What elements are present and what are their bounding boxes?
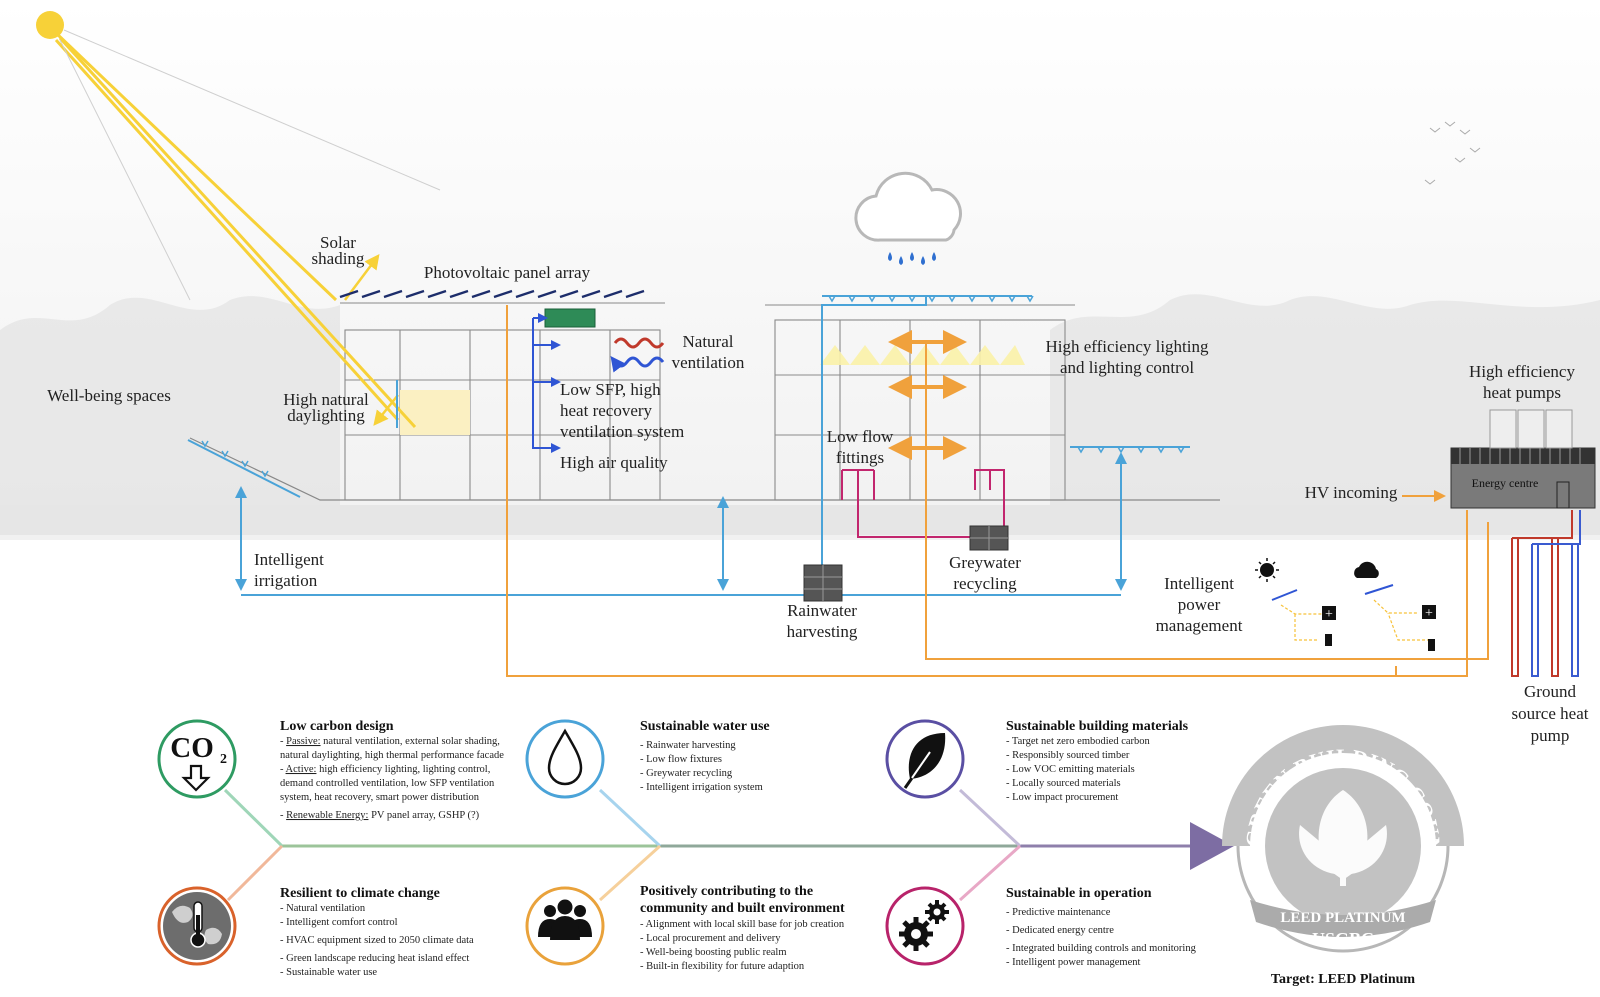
svg-text:- Local procurement and delive: - Local procurement and delivery (640, 933, 781, 944)
svg-text:- Low flow fixtures: - Low flow fixtures (640, 754, 722, 765)
svg-text:- Locally sourced materials: - Locally sourced materials (1006, 778, 1121, 789)
svg-text:- Dedicated energy centre: - Dedicated energy centre (1006, 925, 1114, 936)
svg-text:- Active: high efficiency ligh: - Active: high efficiency lighting, ligh… (280, 764, 490, 775)
theme-low-carbon: CO 2 Low carbon design - Passive: natura… (157, 719, 504, 821)
leed-target-label: Target: LEED Platinum (1271, 972, 1415, 987)
svg-text:- Intelligent irrigation syste: - Intelligent irrigation system (640, 782, 763, 793)
rainwater-tank-icon (803, 564, 843, 602)
label-wellbeing: Well-being spaces (47, 386, 171, 405)
energy-system (506, 305, 1489, 677)
svg-text:system, heat recovery, smart p: system, heat recovery, smart power distr… (280, 792, 480, 803)
greywater-system (841, 469, 1005, 538)
daylight-arrow (373, 394, 399, 426)
svg-text:- Sustainable water use: - Sustainable water use (280, 967, 377, 978)
svg-text:+: + (1325, 607, 1333, 622)
materials-title: Sustainable building materials (1006, 719, 1189, 734)
spine-arrowhead (1190, 822, 1234, 870)
svg-text:natural daylighting, high ther: natural daylighting, high thermal perfor… (280, 750, 504, 761)
svg-text:- Passive: natural ventilation: - Passive: natural ventilation, external… (280, 736, 500, 747)
svg-text:- Well-being boosting public r: - Well-being boosting public realm (640, 947, 787, 958)
svg-text:- Greywater recycling: - Greywater recycling (640, 768, 733, 779)
svg-text:- Built-in flexibility for fut: - Built-in flexibility for future adapti… (640, 961, 805, 972)
sun-icon (36, 11, 441, 429)
water-system (187, 295, 1190, 596)
svg-text:- HVAC equipment sized to 2050: - HVAC equipment sized to 2050 climate d… (280, 935, 474, 946)
svg-text:- Responsibly sourced timber: - Responsibly sourced timber (1006, 750, 1130, 761)
cool-air-icon (610, 356, 665, 373)
svg-text:demand controlled ventilation,: demand controlled ventilation, low SFP v… (280, 778, 495, 789)
label-pv-array: Photovoltaic panel array (424, 263, 591, 282)
fishbone-spine (223, 788, 1234, 902)
people-group-icon (538, 899, 592, 940)
low-carbon-title: Low carbon design (280, 719, 394, 734)
svg-text:- Target net zero embodied car: - Target net zero embodied carbon (1006, 736, 1151, 747)
svg-text:- Intelligent power management: - Intelligent power management (1006, 957, 1140, 968)
cloud-icon (854, 171, 962, 265)
power-management-icons: + + (1255, 558, 1436, 651)
ventilation-ducts (532, 313, 561, 453)
theme-operation: Sustainable in operation - Predictive ma… (885, 886, 1197, 968)
ventilation-unit (544, 308, 596, 328)
greywater-tank-icon (969, 525, 1009, 551)
gshp-loops (1511, 510, 1581, 677)
leed-org-text: USGBC (1312, 929, 1374, 949)
operation-title: Sustainable in operation (1006, 886, 1152, 901)
water-drop-icon (547, 728, 583, 786)
svg-text:- Alignment with local skill b: - Alignment with local skill base for jo… (640, 919, 845, 930)
theme-resilient: Resilient to climate change - Natural ve… (157, 886, 474, 978)
water-title: Sustainable water use (640, 719, 770, 734)
heat-pump-units-icon (1489, 409, 1573, 449)
leed-leaf-icon (1299, 790, 1387, 886)
leaf-icon (903, 733, 946, 789)
svg-text:- Renewable Energy: PV panel a: - Renewable Energy: PV panel array, GSHP… (280, 810, 480, 821)
svg-text:- Predictive maintenance: - Predictive maintenance (1006, 907, 1111, 918)
label-hv-incoming: HV incoming (1305, 483, 1398, 502)
pv-panel-array (339, 289, 645, 299)
co2-down-icon: CO 2 (170, 732, 227, 792)
energy-centre: Energy centre (1450, 409, 1596, 509)
theme-water: Sustainable water use - Rainwater harves… (525, 719, 770, 799)
svg-text:- Rainwater harvesting: - Rainwater harvesting (640, 740, 736, 751)
svg-text:CO: CO (170, 732, 214, 764)
svg-text:- Green landscape reducing hea: - Green landscape reducing heat island e… (280, 953, 469, 964)
warm-air-icon (613, 337, 665, 349)
theme-materials: Sustainable building materials - Target … (885, 719, 1189, 803)
svg-text:- Intelligent comfort control: - Intelligent comfort control (280, 917, 398, 928)
leed-ribbon-text: LEED PLATINUM (1280, 910, 1405, 926)
globe-thermometer-icon (163, 892, 231, 960)
svg-text:- Low VOC emitting materials: - Low VOC emitting materials (1006, 764, 1135, 775)
svg-text:+: + (1425, 606, 1433, 621)
svg-text:- Natural ventilation: - Natural ventilation (280, 903, 366, 914)
resilient-title: Resilient to climate change (280, 886, 440, 901)
energy-centre-label: Energy centre (1472, 476, 1539, 490)
gears-icon (899, 900, 949, 951)
heat-distribution-arrows (888, 330, 967, 460)
svg-text:- Integrated building controls: - Integrated building controls and monit… (1006, 943, 1197, 954)
background-sketch (0, 0, 1600, 540)
svg-text:- Low impact procurement: - Low impact procurement (1006, 792, 1118, 803)
label-air-quality: High air quality (560, 453, 668, 472)
svg-text:2: 2 (220, 752, 227, 767)
